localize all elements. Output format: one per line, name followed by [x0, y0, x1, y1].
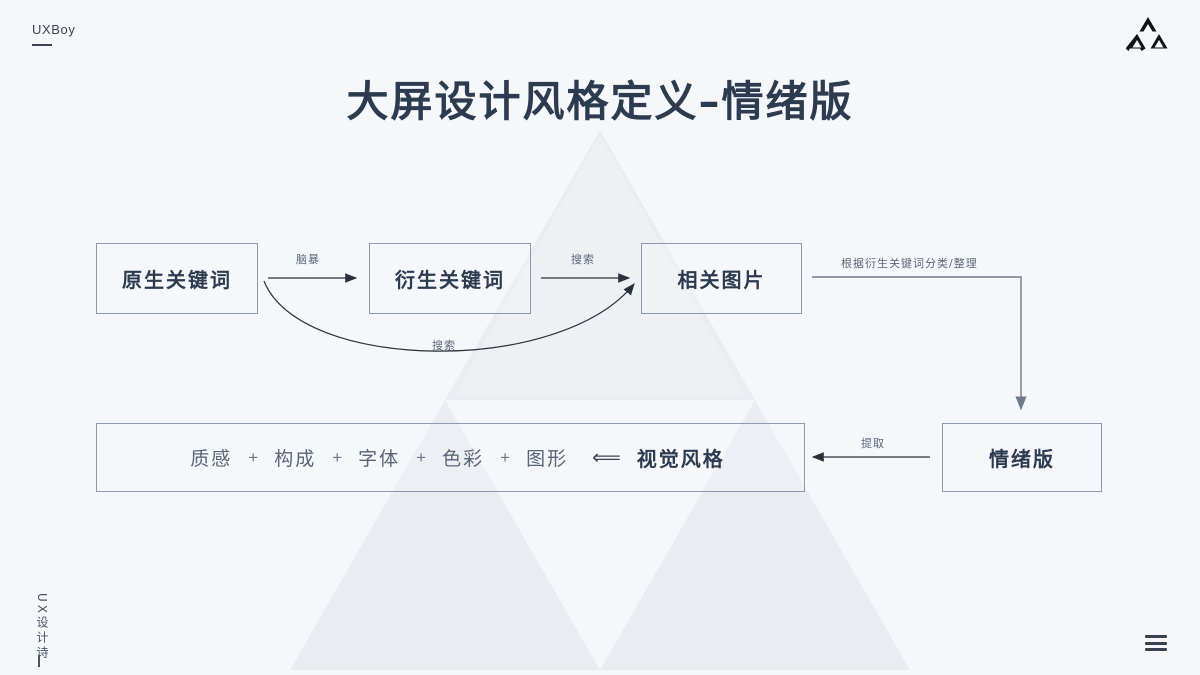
left-long-arrow-icon: ⟸	[592, 446, 621, 469]
brand-underline	[32, 44, 52, 46]
style-separator-3: +	[416, 447, 427, 467]
menu-line-2	[1145, 641, 1167, 645]
style-term-composition: 构成	[274, 448, 317, 470]
menu-line-3	[1145, 648, 1167, 651]
menu-line-1	[1145, 635, 1167, 638]
edge-label-search-top: 搜索	[571, 253, 595, 266]
style-separator-1: +	[248, 447, 259, 467]
visual-style-formula-bar[interactable]: 质感 + 构成 + 字体 + 色彩 + 图形 ⟸ 视觉风格	[96, 423, 805, 492]
style-result-visual-style: 视觉风格	[636, 447, 725, 471]
brand-name: UXBoy	[32, 22, 76, 37]
node-mood-board[interactable]: 情绪版	[942, 423, 1102, 492]
footer-underline	[38, 655, 40, 667]
edge-label-extract: 提取	[861, 437, 885, 450]
edge-label-classify: 根据衍生关键词分类/整理	[841, 257, 978, 270]
style-separator-4: +	[500, 447, 511, 467]
style-term-graphic: 图形	[526, 448, 569, 470]
edge-label-brainstorm: 脑暴	[296, 253, 320, 266]
style-term-typeface: 字体	[358, 448, 401, 470]
footer-vertical-text: UX设计诗	[35, 592, 49, 661]
page-title: 大屏设计风格定义–情绪版	[346, 77, 854, 126]
edge-label-search-arc: 搜索	[432, 339, 456, 352]
node-related-images[interactable]: 相关图片	[641, 243, 802, 314]
style-term-color: 色彩	[442, 448, 485, 470]
triforce-logo-icon	[1126, 17, 1168, 51]
node-native-keywords[interactable]: 原生关键词	[96, 243, 258, 314]
brand-mark: UXBoy	[32, 22, 75, 46]
node-derived-keywords[interactable]: 衍生关键词	[369, 243, 531, 314]
style-term-texture: 质感	[190, 448, 233, 470]
hamburger-menu-icon[interactable]	[1145, 635, 1167, 651]
style-separator-2: +	[332, 447, 343, 467]
